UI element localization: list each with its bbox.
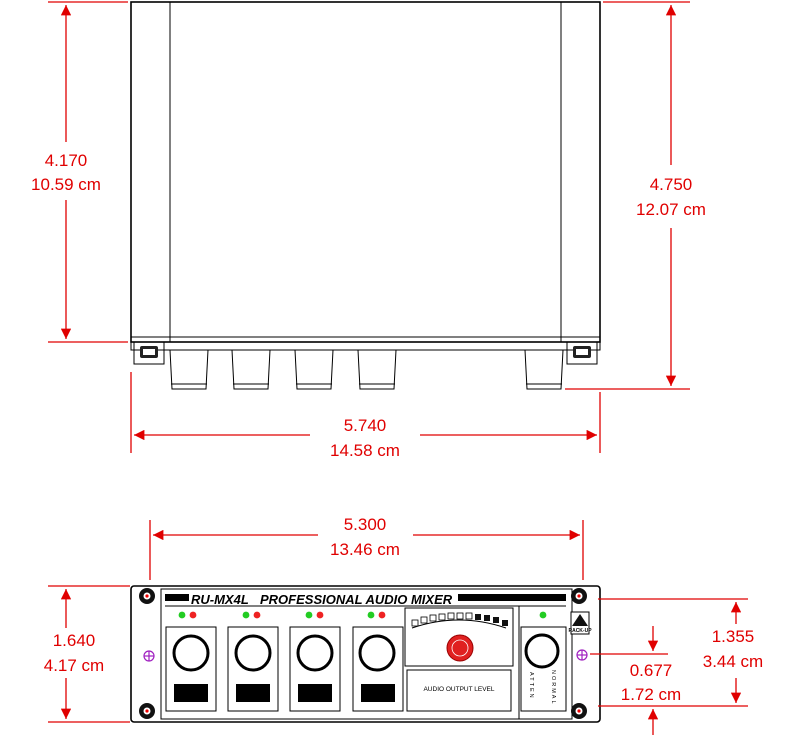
- master-knob[interactable]: [524, 633, 560, 669]
- front-height-dimension: 1.640 4.17 cm: [44, 585, 130, 723]
- channel-1-knob[interactable]: [172, 634, 210, 672]
- product-label: PROFESSIONAL AUDIO MIXER: [260, 592, 453, 607]
- left-ear: [133, 341, 165, 365]
- channel-1-red-led: [189, 611, 197, 619]
- depth-inches-label: 4.750: [650, 175, 693, 194]
- mount-dimension: 1.355 3.44 cm: [598, 598, 763, 707]
- front-view: 5.300 13.46 cm 1.640 4.17 cm: [44, 515, 763, 735]
- panel-width-cm-label: 13.46 cm: [330, 540, 400, 559]
- height-inches-label: 4.170: [45, 151, 88, 170]
- depth-cm-label: 12.07 cm: [636, 200, 706, 219]
- front-panel-edge: [130, 341, 601, 351]
- mount-cm-label: 3.44 cm: [703, 652, 763, 671]
- front-height-inches-label: 1.640: [53, 631, 96, 650]
- offset-inches-label: 0.677: [630, 661, 673, 680]
- channel-3-knob[interactable]: [296, 634, 334, 672]
- height-dimension-left: 4.170 10.59 cm: [31, 1, 128, 343]
- top-knob-1: [169, 349, 209, 390]
- channel-1: [165, 611, 217, 712]
- rack-up-text: RACK-UP: [568, 628, 592, 634]
- top-view: 4.170 10.59 cm 4.750 12.07 cm 5.740 14.5…: [31, 1, 706, 460]
- top-knob-2: [231, 349, 271, 390]
- right-ear: [566, 341, 598, 365]
- depth-dimension-right: 4.750 12.07 cm: [565, 1, 706, 390]
- channel-1-green-led: [178, 611, 186, 619]
- front-height-cm-label: 4.17 cm: [44, 656, 104, 675]
- master-section: ATTEN NORMAL: [518, 606, 567, 719]
- master-green-led: [539, 611, 547, 619]
- vu-meter: AUDIO OUTPUT LEVEL: [404, 607, 514, 712]
- height-cm-label: 10.59 cm: [31, 175, 101, 194]
- channel-4-red-led: [378, 611, 386, 619]
- width-cm-label: 14.58 cm: [330, 441, 400, 460]
- screw-top-left: [139, 588, 155, 604]
- channel-1-label-block: [174, 684, 208, 702]
- meter-logo-icon: [446, 634, 474, 662]
- screw-bottom-left: [139, 703, 155, 719]
- model-label: RU-MX4L: [191, 592, 249, 607]
- offset-cm-label: 1.72 cm: [621, 685, 681, 704]
- rack-up-logo: RACK-UP: [568, 611, 592, 635]
- screw-bottom-right: [571, 703, 587, 719]
- offset-dimension: 0.677 1.72 cm: [590, 626, 681, 735]
- channel-4: [352, 611, 404, 712]
- meter-label: AUDIO OUTPUT LEVEL: [423, 686, 494, 693]
- screw-top-right: [571, 588, 587, 604]
- channel-2-label-block: [236, 684, 270, 702]
- channel-2-red-led: [253, 611, 261, 619]
- panel-width-inches-label: 5.300: [344, 515, 387, 534]
- chassis-outline: [130, 1, 601, 343]
- channel-2-knob[interactable]: [234, 634, 272, 672]
- width-inches-label: 5.740: [344, 416, 387, 435]
- channel-2-green-led: [242, 611, 250, 619]
- panel-width-dimension: 5.300 13.46 cm: [149, 515, 584, 580]
- normal-label: NORMAL: [550, 670, 556, 706]
- top-knob-3: [294, 349, 334, 390]
- channel-3: [289, 611, 341, 712]
- mount-hole-left-icon: [143, 650, 155, 662]
- width-dimension-bottom: 5.740 14.58 cm: [130, 372, 601, 460]
- mount-inches-label: 1.355: [712, 627, 755, 646]
- atten-label: ATTEN: [528, 672, 534, 700]
- channel-3-label-block: [298, 684, 332, 702]
- channel-4-green-led: [367, 611, 375, 619]
- top-knob-5: [524, 349, 564, 390]
- channel-4-knob[interactable]: [358, 634, 396, 672]
- mount-hole-right-icon: [576, 649, 588, 661]
- top-knob-4: [357, 349, 397, 390]
- channel-2: [227, 611, 279, 712]
- channel-3-green-led: [305, 611, 313, 619]
- channel-3-red-led: [316, 611, 324, 619]
- channel-4-label-block: [361, 684, 395, 702]
